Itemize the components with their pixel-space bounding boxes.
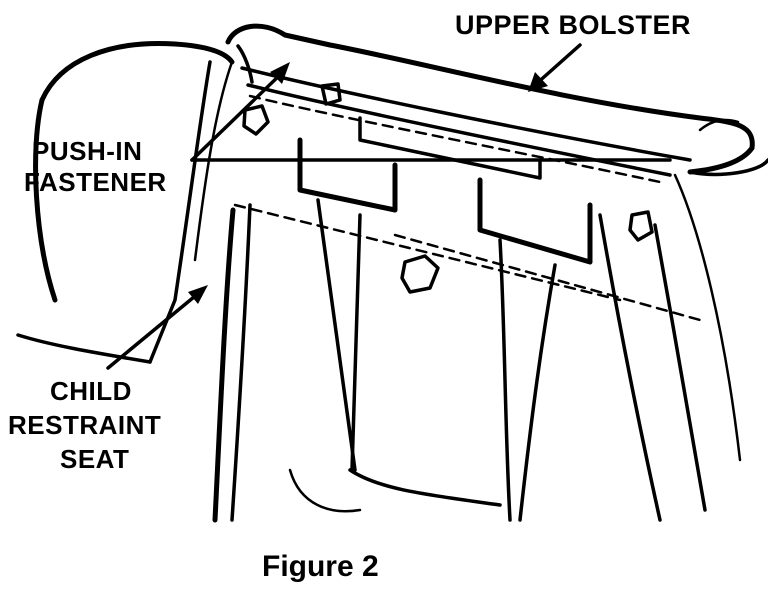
child-seat-arrow-head <box>188 285 208 304</box>
child-seat-label-line1: CHILD <box>50 376 132 406</box>
bolster-arrow-head <box>528 72 548 92</box>
fastener-shapes <box>242 82 654 294</box>
push-in-arrow-head <box>270 62 290 84</box>
seat-back-drawing <box>212 116 742 523</box>
push-in-leader-diagonal <box>190 68 287 162</box>
child-seat-leader-line <box>106 290 202 370</box>
upper-bolster-label: UPPER BOLSTER <box>455 10 691 40</box>
left-bolster-drawing <box>16 41 235 364</box>
figure-caption: Figure 2 <box>262 550 379 583</box>
child-seat-label-line2: RESTRAINT <box>8 410 161 440</box>
push-in-label-line2: FASTENER <box>24 167 167 197</box>
push-in-label-line1: PUSH-IN <box>32 136 142 166</box>
child-seat-label-line3: SEAT <box>60 444 129 474</box>
bolster-leader-line <box>533 43 582 87</box>
leader-lines <box>106 43 672 370</box>
